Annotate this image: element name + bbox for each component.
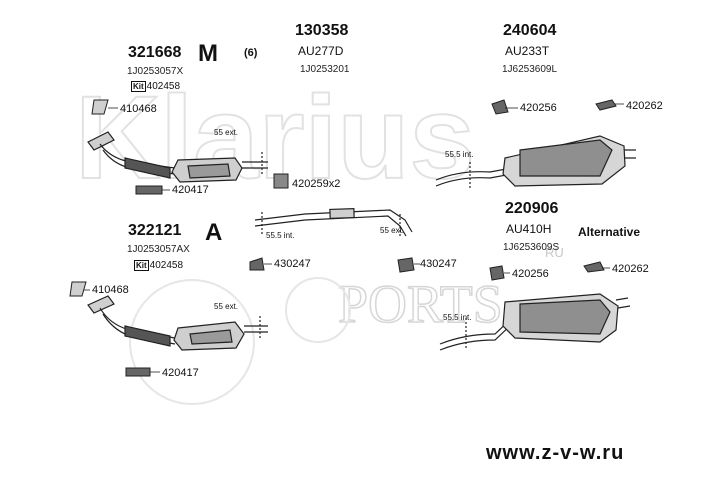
mount-420262-b bbox=[583, 261, 605, 273]
kit-icon: Kit bbox=[131, 81, 146, 92]
mount-420256-b bbox=[489, 265, 505, 281]
clamp-420417 bbox=[135, 185, 163, 195]
clamp-430247-b bbox=[397, 257, 415, 273]
callout-label: 420417 bbox=[172, 184, 209, 196]
watermark-suffix: RU bbox=[545, 245, 564, 260]
oe-number: 1J0253057AX bbox=[127, 244, 190, 255]
gasket-410468-b bbox=[69, 281, 87, 297]
kit-icon: Kit bbox=[134, 260, 149, 271]
part-number-321668: 321668 bbox=[128, 44, 182, 61]
mounting-symbol-icon: M bbox=[198, 40, 218, 67]
hardware-parts bbox=[69, 99, 617, 377]
callout-label: 420256 bbox=[520, 102, 557, 114]
dimension-label: 55.5 int. bbox=[445, 150, 474, 159]
front-pipe-with-catalyst-alt bbox=[87, 295, 268, 351]
callout-label: 410468 bbox=[120, 103, 157, 115]
watermark-ring bbox=[285, 277, 351, 343]
mount-420259 bbox=[273, 173, 289, 189]
rear-silencer-alt bbox=[439, 293, 631, 351]
mount-420262 bbox=[595, 99, 617, 111]
ref-code: AU277D bbox=[298, 44, 344, 58]
oe-number: 1J6253609L bbox=[502, 64, 558, 75]
callout-label: 410468 bbox=[92, 284, 129, 296]
watermark-mark: PORTS bbox=[338, 274, 503, 334]
callout-label: 430247 bbox=[274, 258, 311, 270]
callout-label: 420417 bbox=[162, 367, 199, 379]
callout-label: 420262 bbox=[626, 100, 663, 112]
alternative-note: Alternative bbox=[578, 225, 641, 239]
clamp-430247 bbox=[249, 257, 265, 271]
callout-label: 420259x2 bbox=[292, 178, 341, 190]
dimension-label: 55.5 int. bbox=[443, 313, 472, 322]
part-number-130358: 130358 bbox=[295, 22, 349, 39]
mounting-symbol-icon: A bbox=[205, 219, 223, 246]
clamp-420417-b bbox=[125, 367, 151, 377]
kit-number: 402458 bbox=[149, 260, 184, 271]
part-number-240604: 240604 bbox=[503, 22, 557, 39]
dimension-label: 55 ext. bbox=[214, 128, 239, 137]
dimension-label: 55 ext. bbox=[214, 302, 239, 311]
leader-lines bbox=[84, 103, 624, 373]
website-url: www.z-v-w.ru bbox=[486, 442, 625, 464]
ref-code: AU233T bbox=[505, 44, 550, 58]
oe-number: 1J0253057X bbox=[127, 66, 184, 77]
symbol-note: (6) bbox=[244, 47, 258, 59]
gasket-410468 bbox=[91, 99, 109, 115]
callout-label: 420262 bbox=[612, 263, 649, 275]
dimension-label: 55.5 int. bbox=[266, 231, 295, 240]
middle-pipe bbox=[254, 207, 413, 238]
mount-420256 bbox=[491, 99, 509, 115]
dimension-label: 55 ext. bbox=[380, 226, 405, 235]
rear-silencer bbox=[435, 135, 636, 190]
oe-number: 1J0253201 bbox=[300, 64, 350, 75]
part-number-220906: 220906 bbox=[505, 200, 559, 217]
ref-code: AU410H bbox=[506, 222, 552, 236]
watermark-ring bbox=[129, 279, 255, 405]
part-number-322121: 322121 bbox=[128, 222, 182, 239]
kit-number: 402458 bbox=[146, 81, 181, 92]
oe-number: 1J6253609S bbox=[503, 242, 560, 253]
callout-label: 430247 bbox=[420, 258, 457, 270]
front-pipe-with-catalyst bbox=[87, 131, 268, 183]
callout-label: 420256 bbox=[512, 268, 549, 280]
